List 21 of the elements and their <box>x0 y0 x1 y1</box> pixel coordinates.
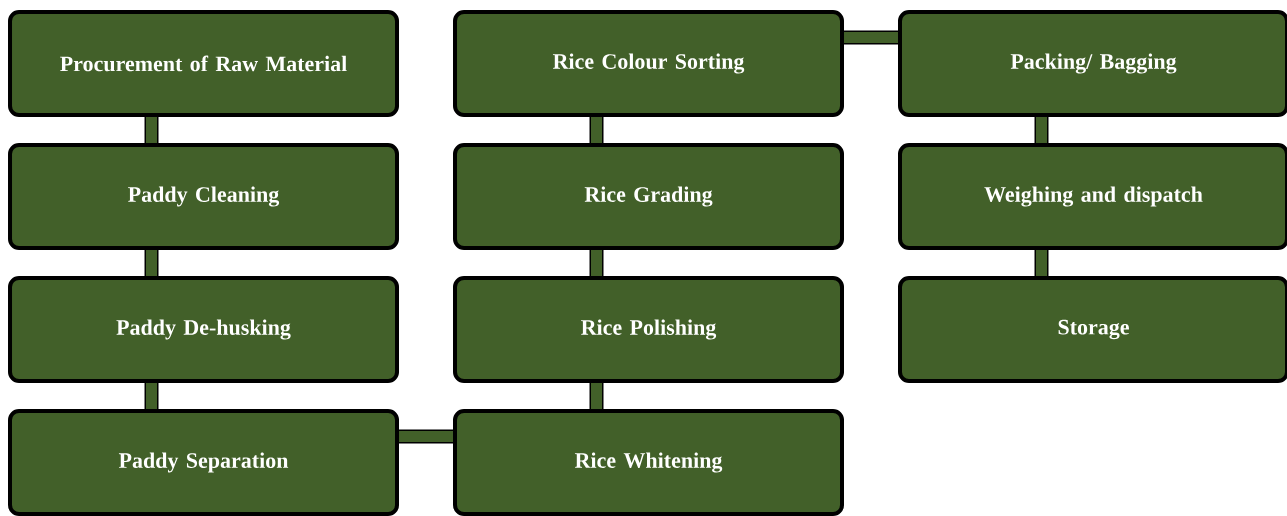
connector <box>399 429 453 444</box>
process-box: Storage <box>898 276 1287 383</box>
connector <box>1034 250 1049 276</box>
process-box: Rice Colour Sorting <box>453 10 844 117</box>
process-box: Procurement of Raw Material <box>8 10 399 117</box>
connector <box>844 30 898 45</box>
process-box: Weighing and dispatch <box>898 143 1287 250</box>
process-box: Packing/ Bagging <box>898 10 1287 117</box>
process-box: Rice Polishing <box>453 276 844 383</box>
connector <box>1034 117 1049 143</box>
connector <box>589 117 604 143</box>
connector <box>144 250 159 276</box>
process-box: Paddy Separation <box>8 409 399 516</box>
process-box: Rice Whitening <box>453 409 844 516</box>
connector <box>589 383 604 409</box>
process-box: Paddy Cleaning <box>8 143 399 250</box>
process-box: Paddy De-husking <box>8 276 399 383</box>
connector <box>144 117 159 143</box>
connector <box>144 383 159 409</box>
connector <box>589 250 604 276</box>
process-box: Rice Grading <box>453 143 844 250</box>
